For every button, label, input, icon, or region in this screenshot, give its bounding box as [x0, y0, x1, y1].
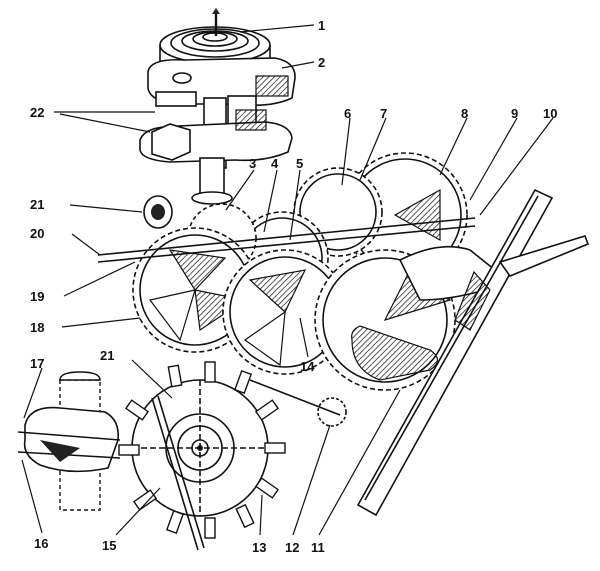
callout-14: 14: [300, 359, 315, 374]
callout-2: 2: [318, 55, 325, 70]
hex-nut: [151, 123, 191, 161]
callout-21-bottom: 21: [100, 348, 114, 363]
pillar-upper: [155, 91, 197, 107]
callout-20: 20: [30, 226, 44, 241]
callout-11: 11: [311, 540, 325, 555]
callout-1: 1: [318, 18, 325, 33]
callout-8: 8: [461, 106, 468, 121]
callout-18: 18: [30, 320, 44, 335]
gear-8: [342, 152, 468, 278]
escape-wheel-pins: [118, 361, 286, 539]
callout-17: 17: [30, 356, 44, 371]
callout-5: 5: [296, 156, 303, 171]
callout-19: 19: [30, 289, 44, 304]
callout-22: 22: [30, 105, 44, 120]
callout-16: 16: [34, 536, 48, 551]
escape-wheel: [118, 361, 286, 551]
leader-lines: [21, 24, 554, 536]
callout-21-top: 21: [30, 197, 44, 212]
arbor-20: [97, 217, 476, 256]
gear-14: [222, 249, 348, 375]
gear-train: [97, 152, 497, 427]
callout-9: 9: [511, 106, 518, 121]
escape-wheel-assembly: [17, 361, 286, 551]
callout-3: 3: [249, 156, 256, 171]
escape-pinion-21: [143, 195, 173, 229]
anchor-fork: [17, 371, 121, 511]
callout-15: 15: [102, 538, 116, 553]
callout-7: 7: [380, 106, 387, 121]
callout-10: 10: [543, 106, 557, 121]
balance-assembly: [139, 8, 296, 205]
callout-6: 6: [344, 106, 351, 121]
callout-12: 12: [285, 540, 299, 555]
callout-labels: 1 2 3 4 5 6 7 8 9 10 11 12 13 14 15 16 1…: [30, 18, 557, 555]
callout-4: 4: [271, 156, 279, 171]
callout-13: 13: [252, 540, 266, 555]
pinion-12: [249, 379, 347, 427]
lever-rod-11: [356, 188, 590, 517]
